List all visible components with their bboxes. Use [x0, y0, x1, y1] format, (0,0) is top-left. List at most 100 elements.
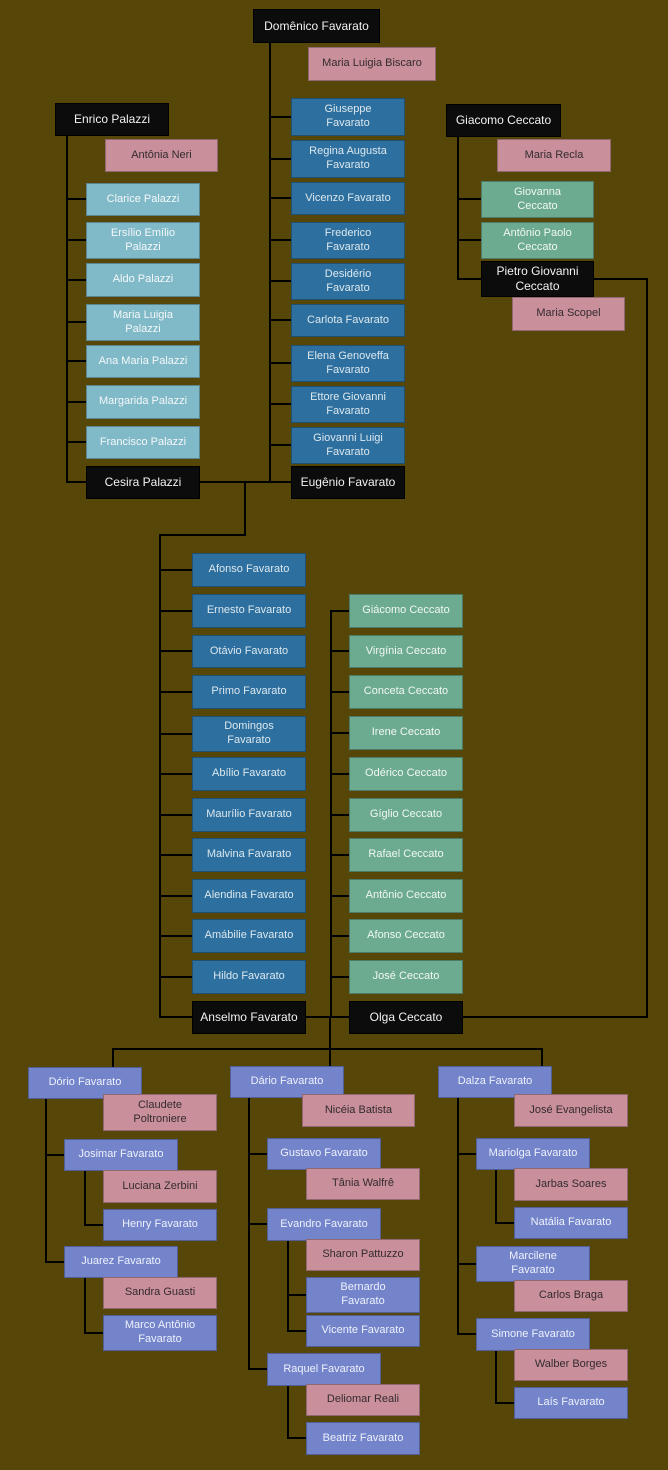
person-node-afonso-ceccato[interactable]: Afonso Ceccato [349, 919, 463, 953]
tree-connector-line [84, 1224, 103, 1226]
person-node-maria-luigia-biscaro[interactable]: Maria Luigia Biscaro [308, 47, 436, 81]
tree-connector-line [330, 610, 349, 612]
person-node-lais-favarato[interactable]: Laís Favarato [514, 1387, 628, 1419]
person-node-maria-scopel[interactable]: Maria Scopel [512, 297, 625, 331]
person-node-raquel-favarato[interactable]: Raquel Favarato [267, 1353, 381, 1386]
person-name-label: Desidério Favarato [324, 267, 372, 294]
person-node-cesira-palazzi[interactable]: Cesira Palazzi [86, 466, 200, 499]
person-node-dario-favarato[interactable]: Dário Favarato [230, 1066, 344, 1098]
person-node-ettore-giovanni-favarato[interactable]: Ettore Giovanni Favarato [291, 386, 405, 423]
person-name-label: Giacomo Ceccato [455, 113, 552, 127]
person-node-ernesto-favarato[interactable]: Ernesto Favarato [192, 594, 306, 628]
person-node-josimar-favarato[interactable]: Josimar Favarato [64, 1139, 178, 1171]
person-node-conceta-ceccato[interactable]: Conceta Ceccato [349, 675, 463, 709]
person-node-vicenzo-favarato[interactable]: Vicenzo Favarato [291, 182, 405, 215]
tree-connector-line [495, 1351, 497, 1404]
person-node-jose-evangelista[interactable]: José Evangelista [514, 1094, 628, 1127]
person-node-maria-recla[interactable]: Maria Recla [497, 139, 611, 172]
person-node-sandra-guasti[interactable]: Sandra Guasti [103, 1277, 217, 1309]
person-node-virginia-ceccato[interactable]: Virgínia Ceccato [349, 635, 463, 668]
person-node-irene-ceccato[interactable]: Irene Ceccato [349, 716, 463, 750]
person-name-label: Giovanna Ceccato [513, 185, 562, 212]
person-node-afonso-favarato[interactable]: Afonso Favarato [192, 553, 306, 587]
person-name-label: Antônia Neri [131, 148, 192, 161]
person-node-aldo-palazzi[interactable]: Aldo Palazzi [86, 263, 200, 297]
person-node-deliomar-reali[interactable]: Deliomar Reali [306, 1384, 420, 1416]
person-node-primo-favarato[interactable]: Primo Favarato [192, 675, 306, 709]
person-node-anselmo-favarato[interactable]: Anselmo Favarato [192, 1001, 306, 1034]
person-node-gustavo-favarato[interactable]: Gustavo Favarato [267, 1138, 381, 1170]
person-node-giacomo-ceccato-sr[interactable]: Giacomo Ceccato [446, 104, 561, 137]
person-node-maria-luigia-palazzi[interactable]: Maria Luigia Palazzi [86, 304, 200, 341]
tree-connector-line [269, 362, 291, 364]
person-node-frederico-favarato[interactable]: Frederico Favarato [291, 222, 405, 259]
person-node-pietro-giovanni-ceccato[interactable]: Pietro Giovanni Ceccato [481, 261, 594, 297]
person-node-vicente-favarato[interactable]: Vicente Favarato [306, 1315, 420, 1347]
person-node-beatriz-favarato[interactable]: Beatriz Favarato [306, 1422, 420, 1455]
person-node-abilio-favarato[interactable]: Abílio Favarato [192, 757, 306, 791]
tree-connector-line [269, 239, 291, 241]
person-node-tania-walfre[interactable]: Tânia Walfrê [306, 1168, 420, 1200]
person-node-marcilene-favarato[interactable]: Marcilene Favarato [476, 1246, 590, 1282]
person-node-marco-antonio-favarato[interactable]: Marco Antônio Favarato [103, 1315, 217, 1351]
person-node-giacomo-ceccato-jr[interactable]: Giácomo Ceccato [349, 594, 463, 628]
person-node-natalia-favarato[interactable]: Natália Favarato [514, 1207, 628, 1239]
tree-connector-line [269, 403, 291, 405]
person-node-claudete-poltroniere[interactable]: Claudete Poltroniere [103, 1094, 217, 1131]
person-node-domenico-favarato[interactable]: Domênico Favarato [253, 9, 380, 43]
person-node-elena-genoveffa-favarato[interactable]: Elena Genoveffa Favarato [291, 345, 405, 382]
person-node-carlota-favarato[interactable]: Carlota Favarato [291, 304, 405, 337]
person-node-clarice-palazzi[interactable]: Clarice Palazzi [86, 183, 200, 216]
person-node-hildo-favarato[interactable]: Hildo Favarato [192, 960, 306, 994]
person-node-antonio-ceccato[interactable]: Antônio Ceccato [349, 879, 463, 913]
person-node-niceia-batista[interactable]: Nicéia Batista [302, 1094, 415, 1127]
person-node-luciana-zerbini[interactable]: Luciana Zerbini [103, 1170, 217, 1203]
person-name-label: Odérico Ceccato [365, 767, 447, 780]
person-node-jose-ceccato[interactable]: José Ceccato [349, 960, 463, 994]
person-node-giovanna-ceccato[interactable]: Giovanna Ceccato [481, 181, 594, 218]
person-node-eugenio-favarato[interactable]: Eugênio Favarato [291, 466, 405, 499]
person-node-sharon-pattuzzo[interactable]: Sharon Pattuzzo [306, 1239, 420, 1271]
person-node-mariolga-favarato[interactable]: Mariolga Favarato [476, 1138, 590, 1170]
person-node-margarida-palazzi[interactable]: Margarida Palazzi [86, 385, 200, 419]
tree-connector-line [287, 1437, 306, 1439]
person-node-jarbas-soares[interactable]: Jarbas Soares [514, 1168, 628, 1201]
person-node-evandro-favarato[interactable]: Evandro Favarato [267, 1208, 381, 1241]
person-node-olga-ceccato[interactable]: Olga Ceccato [349, 1001, 463, 1034]
person-node-maurilio-favarato[interactable]: Maurílio Favarato [192, 798, 306, 832]
person-node-bernardo-favarato[interactable]: Bernardo Favarato [306, 1277, 420, 1313]
person-node-simone-favarato[interactable]: Simone Favarato [476, 1318, 590, 1351]
tree-connector-line [45, 1099, 47, 1263]
person-node-regina-augusta-favarato[interactable]: Regina Augusta Favarato [291, 140, 405, 178]
person-node-oderico-ceccato[interactable]: Odérico Ceccato [349, 757, 463, 791]
person-node-francisco-palazzi[interactable]: Francisco Palazzi [86, 426, 200, 459]
person-node-giuseppe-favarato[interactable]: Giuseppe Favarato [291, 98, 405, 136]
person-node-walber-borges[interactable]: Walber Borges [514, 1349, 628, 1381]
person-node-enrico-palazzi[interactable]: Enrico Palazzi [55, 103, 169, 136]
person-node-giovanni-luigi-favarato[interactable]: Giovanni Luigi Favarato [291, 427, 405, 464]
tree-connector-line [287, 1330, 306, 1332]
person-node-domingos-favarato[interactable]: Domingos Favarato [192, 716, 306, 752]
person-node-malvina-favarato[interactable]: Malvina Favarato [192, 838, 306, 872]
person-name-label: Pietro Giovanni Ceccato [496, 264, 579, 293]
person-node-ana-maria-palazzi[interactable]: Ana Maria Palazzi [86, 345, 200, 378]
person-node-henry-favarato[interactable]: Henry Favarato [103, 1209, 217, 1241]
person-node-giglio-ceccato[interactable]: Gíglio Ceccato [349, 798, 463, 832]
person-name-label: Otávio Favarato [209, 644, 289, 657]
person-node-juarez-favarato[interactable]: Juarez Favarato [64, 1246, 178, 1278]
person-name-label: Maria Scopel [536, 307, 601, 320]
person-node-amabilie-favarato[interactable]: Amábilie Favarato [192, 919, 306, 953]
person-node-ersilio-emilio-palazzi[interactable]: Ersílio Emílio Palazzi [86, 222, 200, 259]
person-node-dalza-favarato[interactable]: Dalza Favarato [438, 1066, 552, 1098]
person-node-antonia-neri[interactable]: Antônia Neri [105, 139, 218, 172]
tree-connector-line [495, 1170, 497, 1224]
person-node-antonio-paolo-ceccato[interactable]: Antônio Paolo Ceccato [481, 222, 594, 259]
tree-connector-line [269, 197, 291, 199]
person-node-otavio-favarato[interactable]: Otávio Favarato [192, 635, 306, 668]
person-node-alendina-favarato[interactable]: Alendina Favarato [192, 879, 306, 913]
person-node-rafael-ceccato[interactable]: Rafael Ceccato [349, 838, 463, 872]
person-node-carlos-braga[interactable]: Carlos Braga [514, 1280, 628, 1312]
person-node-dorio-favarato[interactable]: Dório Favarato [28, 1067, 142, 1099]
tree-connector-line [248, 1368, 267, 1370]
person-node-desiderio-favarato[interactable]: Desidério Favarato [291, 263, 405, 300]
